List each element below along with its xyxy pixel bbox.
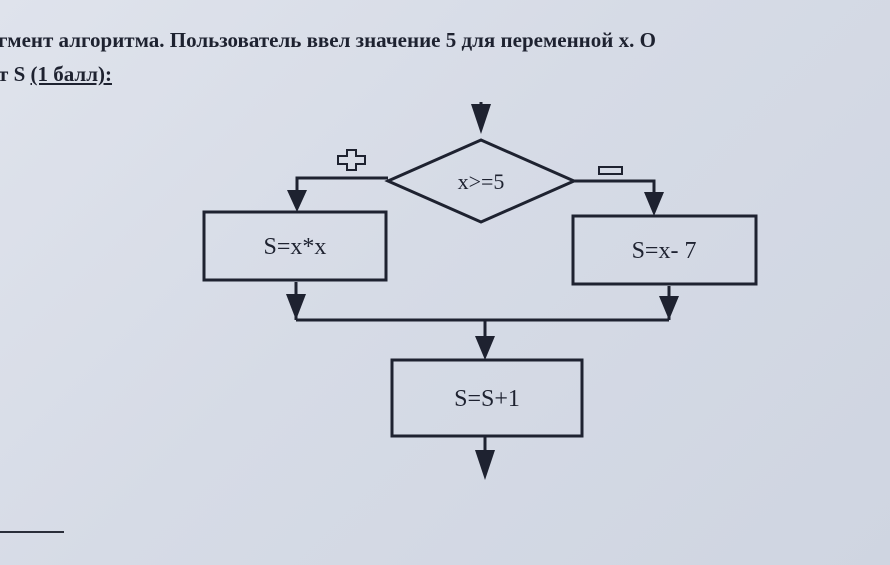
plus-icon bbox=[337, 149, 366, 171]
flowchart-arrowheads bbox=[286, 104, 679, 480]
no-branch-line bbox=[574, 179, 656, 196]
question-text-line1: гмент алгоритма. Пользователь ввел значе… bbox=[0, 28, 656, 52]
yes-branch-line bbox=[295, 176, 388, 192]
arrowhead-yes-merge bbox=[286, 294, 306, 320]
minus-icon bbox=[598, 166, 623, 175]
arrowhead-entry bbox=[471, 104, 491, 134]
condition-label: x>=5 bbox=[458, 169, 505, 194]
question-text-line2-prefix: т S bbox=[0, 62, 31, 86]
yes-branch-label: S=x*x bbox=[264, 234, 327, 260]
arrowhead-yes bbox=[287, 190, 307, 212]
final-process-box bbox=[390, 358, 584, 438]
score-label: (1 балл): bbox=[30, 62, 112, 86]
final-step-label: S=S+1 bbox=[454, 386, 520, 412]
arrowhead-no-merge bbox=[659, 296, 679, 320]
arrowhead-no bbox=[644, 192, 664, 216]
decision-diamond bbox=[384, 138, 578, 224]
question-text-line2: т S (1 балл): bbox=[0, 62, 112, 87]
no-branch-label: S=x- 7 bbox=[632, 238, 697, 264]
arrowhead-final bbox=[475, 336, 495, 360]
arrowhead-exit bbox=[475, 450, 495, 480]
no-process-box bbox=[571, 214, 758, 286]
answer-line bbox=[0, 531, 64, 533]
yes-process-box bbox=[202, 210, 388, 282]
